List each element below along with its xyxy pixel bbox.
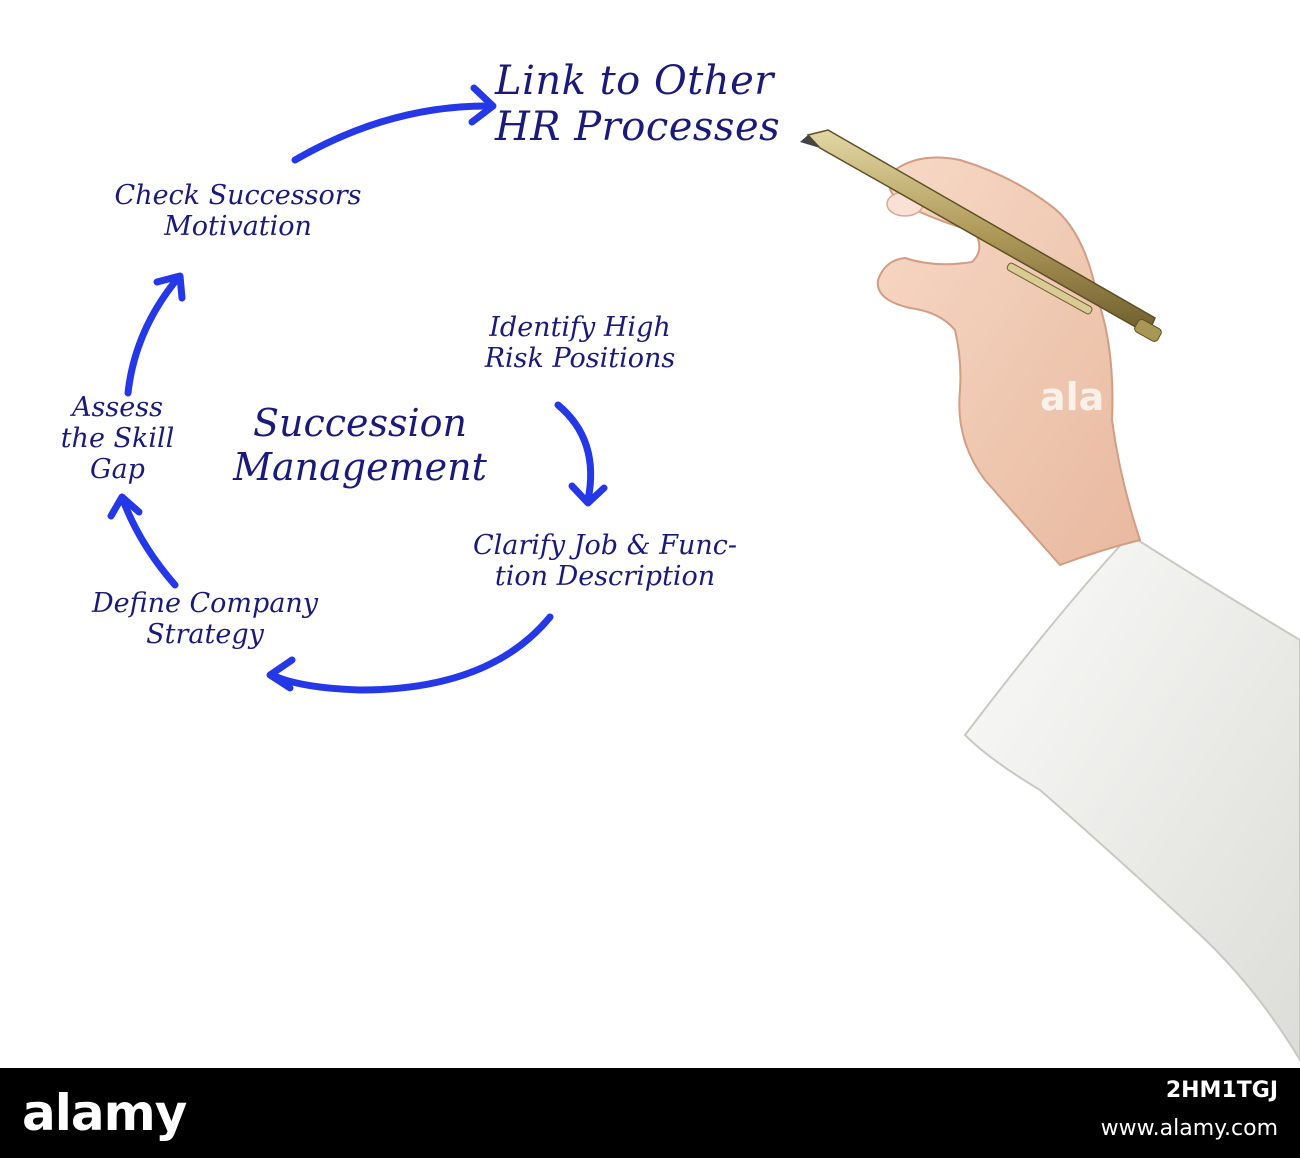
image-id-label: 2HM1TGJ	[1165, 1078, 1278, 1103]
node-identify-risk: Identify High Risk Positions	[484, 312, 676, 375]
watermark-text: ala	[1040, 375, 1105, 419]
pen-illustration	[800, 129, 1162, 342]
arrow-check-to-link	[291, 84, 497, 164]
node-check-successors: Check Successors Motivation	[114, 180, 362, 243]
succession-management-title: Succession Management	[233, 401, 487, 489]
site-url-link[interactable]: www.alamy.com	[1100, 1116, 1278, 1141]
arrow-define-to-assess	[107, 493, 179, 589]
arrow-clarify-to-define	[266, 613, 554, 694]
node-assess-skill-gap: Assess the Skill Gap	[60, 392, 175, 486]
sleeve-illustration	[963, 533, 1300, 1062]
hand-illustration	[876, 156, 1142, 567]
node-define-strategy: Define Company Strategy	[91, 588, 319, 651]
footer-bar: alamy 2HM1TGJ www.alamy.com	[0, 1068, 1300, 1158]
link-hr-processes-title: Link to Other HR Processes	[495, 58, 781, 150]
arrow-assess-to-check	[124, 272, 186, 397]
brand-logo: alamy	[22, 1084, 187, 1142]
arrow-identify-to-clarify	[554, 401, 608, 507]
node-clarify-job: Clarify Job & Func- tion Description	[472, 530, 738, 593]
